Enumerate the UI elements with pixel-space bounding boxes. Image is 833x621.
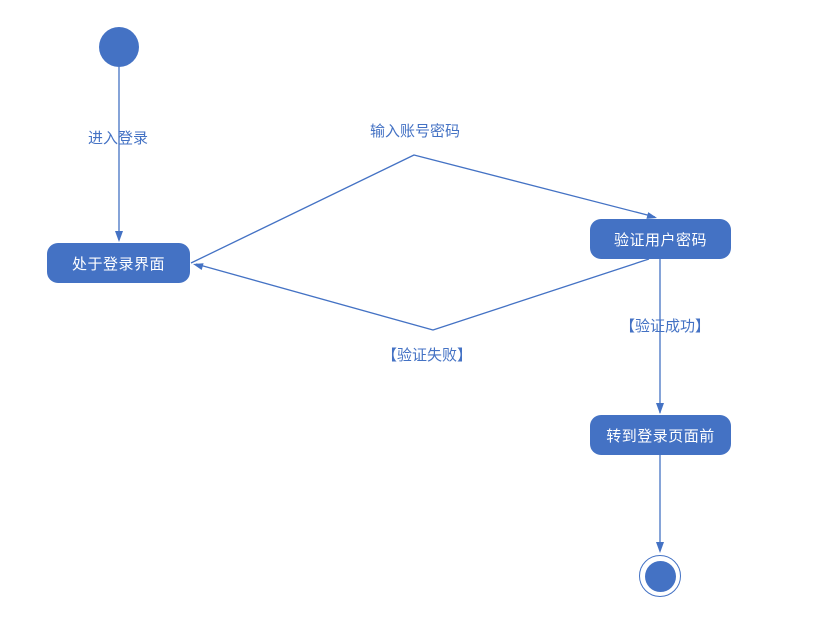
arrowhead-input-credentials <box>646 212 657 219</box>
arrowhead-enter-login <box>115 231 123 242</box>
node-before-login-page-label: 转到登录页面前 <box>606 427 715 445</box>
node-login-screen[interactable]: 处于登录界面 <box>47 243 190 283</box>
arrowhead-to-final <box>656 542 664 553</box>
edge-label-verify-success: 【验证成功】 <box>620 318 711 335</box>
edge-verify-failed[interactable] <box>195 258 650 331</box>
node-before-login-page[interactable]: 转到登录页面前 <box>590 415 731 455</box>
node-verify-password[interactable]: 验证用户密码 <box>590 219 731 259</box>
edge-label-input-credentials: 输入账号密码 <box>370 123 461 140</box>
node-verify-password-label: 验证用户密码 <box>613 231 707 249</box>
edge-label-verify-failed: 【验证失败】 <box>382 347 473 364</box>
final-state-inner-dot <box>644 560 676 592</box>
edge-label-enter-login: 进入登录 <box>88 130 149 147</box>
node-final-state[interactable] <box>639 555 681 597</box>
arrowhead-verify-failed <box>193 263 204 270</box>
node-initial-state[interactable] <box>99 27 139 67</box>
node-login-screen-label: 处于登录界面 <box>71 255 165 273</box>
edge-input-credentials[interactable] <box>190 154 656 264</box>
arrowhead-verify-success <box>656 403 664 414</box>
